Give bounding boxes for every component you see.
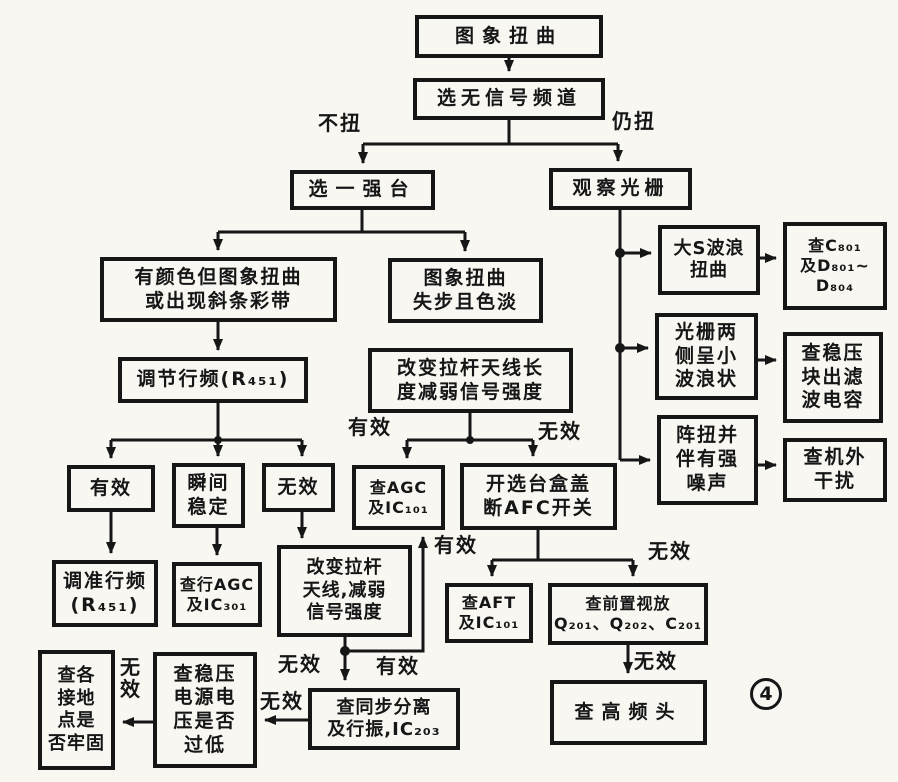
node-raster-small-wave: 光栅两 侧呈小 波浪状 [655, 313, 758, 400]
node-check-video-preamp: 查前置视放 Q₂₀₁、Q₂₀₂、C₂₀₁ [548, 583, 708, 645]
node-change-rod-antenna: 改变拉杆 天线,减弱 信号强度 [277, 545, 412, 637]
edge-label-ineffective-2: 无效 [648, 539, 692, 563]
node-check-aft: 查AFT 及IC₁₀₁ [445, 583, 533, 643]
node-large-s-wave: 大S波浪 扭曲 [658, 225, 760, 295]
node-distorted-lost-sync: 图象扭曲 失步且色淡 [388, 258, 543, 323]
node-open-tuner-box: 开选台盒盖 断AFC开关 [460, 463, 617, 530]
node-select-strong-station: 选一强台 [290, 170, 435, 210]
node-check-filter-cap: 查稳压 块出滤 波电容 [783, 332, 883, 423]
node-image-distortion: 图象扭曲 [415, 15, 603, 58]
page-number-text: 4 [759, 683, 773, 705]
node-observe-raster: 观察光栅 [549, 168, 692, 210]
node-effective: 有效 [67, 465, 155, 512]
node-check-ground-points: 查各 接地 点是 否牢固 [38, 650, 115, 770]
edge-label-ineffective-5: 无效 [260, 689, 304, 713]
edge-label-still-distorted: 仍扭 [612, 109, 656, 133]
edge-label-effective-1: 有效 [348, 415, 392, 439]
edge-label-not-distorted: 不扭 [318, 111, 362, 135]
node-color-but-distorted: 有颜色但图象扭曲 或出现斜条彩带 [100, 257, 337, 322]
edge-label-effective-2: 有效 [434, 533, 478, 557]
edge-label-ineffective-6: 无 效 [120, 655, 140, 701]
node-check-sync-separation: 查同步分离 及行振,IC₂₀₃ [308, 688, 460, 750]
node-change-antenna-length: 改变拉杆天线长 度减弱信号强度 [368, 348, 573, 413]
node-check-external-interference: 查机外 干扰 [783, 438, 887, 502]
node-fine-tune-line-freq: 调准行频 (R₄₅₁) [52, 560, 158, 627]
node-momentary-stable: 瞬间 稳定 [172, 463, 245, 528]
node-adjust-line-freq: 调节行频(R₄₅₁) [118, 357, 308, 403]
node-burst-distortion-noise: 阵扭并 伴有强 噪声 [657, 415, 758, 505]
node-check-line-agc: 查行AGC 及IC₃₀₁ [172, 562, 262, 627]
edge-label-ineffective-1: 无效 [538, 419, 582, 443]
node-check-power-voltage: 查稳压 电源电 压是否 过低 [153, 652, 257, 768]
edge-label-ineffective-4: 无效 [278, 652, 322, 676]
node-select-no-signal-channel: 选无信号频道 [413, 78, 605, 120]
edge-label-effective-3: 有效 [376, 654, 420, 678]
node-ineffective: 无效 [262, 463, 335, 512]
edge-label-ineffective-3: 无效 [634, 649, 678, 673]
page-number-badge: 4 [750, 678, 782, 710]
node-check-agc: 查AGC 及IC₁₀₁ [352, 465, 445, 530]
node-check-tuner: 查高频头 [550, 680, 707, 745]
node-check-c801: 查C₈₀₁ 及D₈₀₁~ D₈₀₄ [783, 222, 887, 310]
